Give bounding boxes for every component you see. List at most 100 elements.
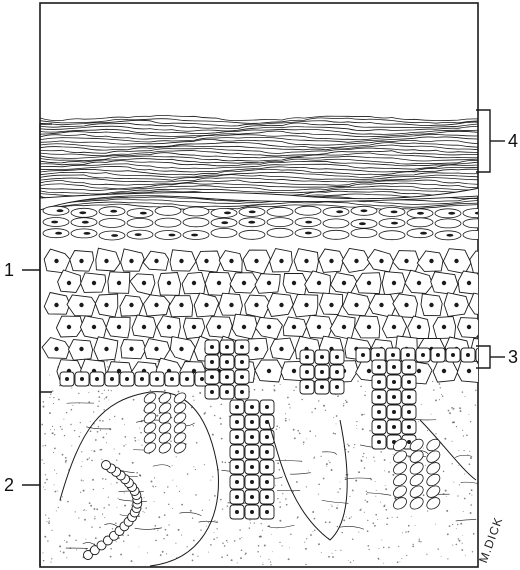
stipple-dot	[349, 517, 351, 519]
stipple-dot	[141, 445, 142, 446]
cell-nucleus	[379, 259, 383, 263]
cell-nucleus	[167, 325, 171, 329]
stipple-dot	[356, 425, 357, 426]
stipple-dot	[154, 477, 155, 478]
stipple-dot	[114, 448, 115, 449]
rete-peg-nucleus	[210, 360, 214, 364]
stipple-dot	[48, 518, 49, 519]
granular-cell	[463, 219, 489, 228]
cell-nucleus	[167, 281, 171, 285]
stipple-dot	[87, 458, 89, 460]
granular-cell	[211, 228, 237, 237]
stipple-dot	[336, 507, 338, 509]
stipple-dot	[463, 450, 464, 451]
stipple-dot	[135, 440, 137, 442]
stipple-dot	[210, 480, 211, 481]
cell-nucleus	[154, 347, 158, 351]
stipple-dot	[453, 409, 454, 410]
rete-peg-nucleus	[392, 395, 396, 399]
stipple-dot	[376, 490, 377, 491]
rete-peg-nucleus	[250, 405, 254, 409]
stipple-dot	[456, 528, 457, 529]
granular-cell	[267, 207, 293, 216]
stipple-dot	[45, 474, 46, 475]
stipple-dot	[66, 462, 67, 463]
stipple-dot	[239, 529, 241, 531]
keratohyalin-granule	[305, 221, 312, 224]
stipple-dot	[224, 545, 226, 547]
stipple-dot	[46, 521, 47, 522]
stipple-dot	[352, 538, 353, 539]
stipple-dot	[106, 361, 107, 362]
stipple-dot	[102, 393, 103, 394]
stipple-dot	[463, 435, 464, 436]
stipple-dot	[109, 428, 111, 430]
stipple-dot	[92, 479, 94, 481]
stipple-dot	[418, 540, 420, 542]
stipple-dot	[458, 450, 459, 451]
stipple-dot	[445, 490, 447, 492]
stipple-dot	[343, 519, 345, 521]
stipple-dot	[64, 435, 65, 436]
stipple-dot	[470, 457, 472, 459]
rete-peg-nucleus	[265, 495, 269, 499]
basal-nucleus	[376, 353, 380, 357]
stipple-dot	[328, 509, 329, 510]
stipple-dot	[456, 426, 457, 427]
stipple-dot	[282, 545, 283, 546]
keratohyalin-granule	[360, 209, 367, 212]
stipple-dot	[425, 465, 426, 466]
stipple-dot	[277, 462, 279, 464]
keratohyalin-granule	[305, 232, 312, 235]
stipple-dot	[119, 453, 121, 455]
stipple-dot	[365, 391, 366, 392]
stipple-dot	[276, 425, 278, 427]
cell-nucleus	[254, 347, 258, 351]
rete-peg-nucleus	[240, 360, 244, 364]
stipple-dot	[52, 426, 53, 427]
stipple-dot	[457, 524, 459, 526]
stipple-dot	[72, 405, 73, 406]
basal-nucleus	[95, 377, 99, 381]
stipple-dot	[54, 491, 56, 493]
cell-nucleus	[267, 281, 271, 285]
cell-nucleus	[92, 281, 96, 285]
stipple-dot	[108, 400, 109, 401]
granular-cell	[323, 230, 349, 239]
stipple-dot	[348, 445, 350, 447]
stipple-dot	[84, 519, 86, 521]
stipple-dot	[81, 480, 82, 481]
rete-peg-nucleus	[235, 435, 239, 439]
stipple-dot	[220, 499, 222, 501]
stipple-dot	[214, 495, 216, 497]
stipple-dot	[337, 492, 338, 493]
stipple-dot	[446, 510, 448, 512]
cell-nucleus	[254, 259, 258, 263]
stipple-dot	[285, 498, 287, 500]
cell-nucleus	[204, 303, 208, 307]
stipple-dot	[62, 496, 63, 497]
stipple-dot	[76, 549, 77, 550]
rete-peg-nucleus	[265, 450, 269, 454]
stipple-dot	[440, 387, 441, 388]
rete-peg-nucleus	[320, 355, 324, 359]
bracket-4	[476, 110, 505, 172]
rete-peg-nucleus	[407, 365, 411, 369]
stipple-dot	[116, 460, 117, 461]
stipple-dot	[49, 374, 50, 375]
stipple-dot	[383, 505, 385, 507]
stipple-dot	[60, 426, 61, 427]
basal-nucleus	[481, 353, 485, 357]
keratohyalin-granule	[417, 212, 424, 215]
stipple-dot	[287, 397, 289, 399]
basal-nucleus	[421, 353, 425, 357]
stipple-dot	[98, 426, 99, 427]
rete-peg-nucleus	[235, 510, 239, 514]
stipple-dot	[423, 494, 425, 496]
stipple-dot	[459, 407, 461, 409]
cell-nucleus	[292, 369, 296, 373]
cell-nucleus	[454, 259, 458, 263]
stipple-dot	[164, 492, 165, 493]
stipple-dot	[301, 399, 302, 400]
stipple-dot	[314, 518, 316, 520]
